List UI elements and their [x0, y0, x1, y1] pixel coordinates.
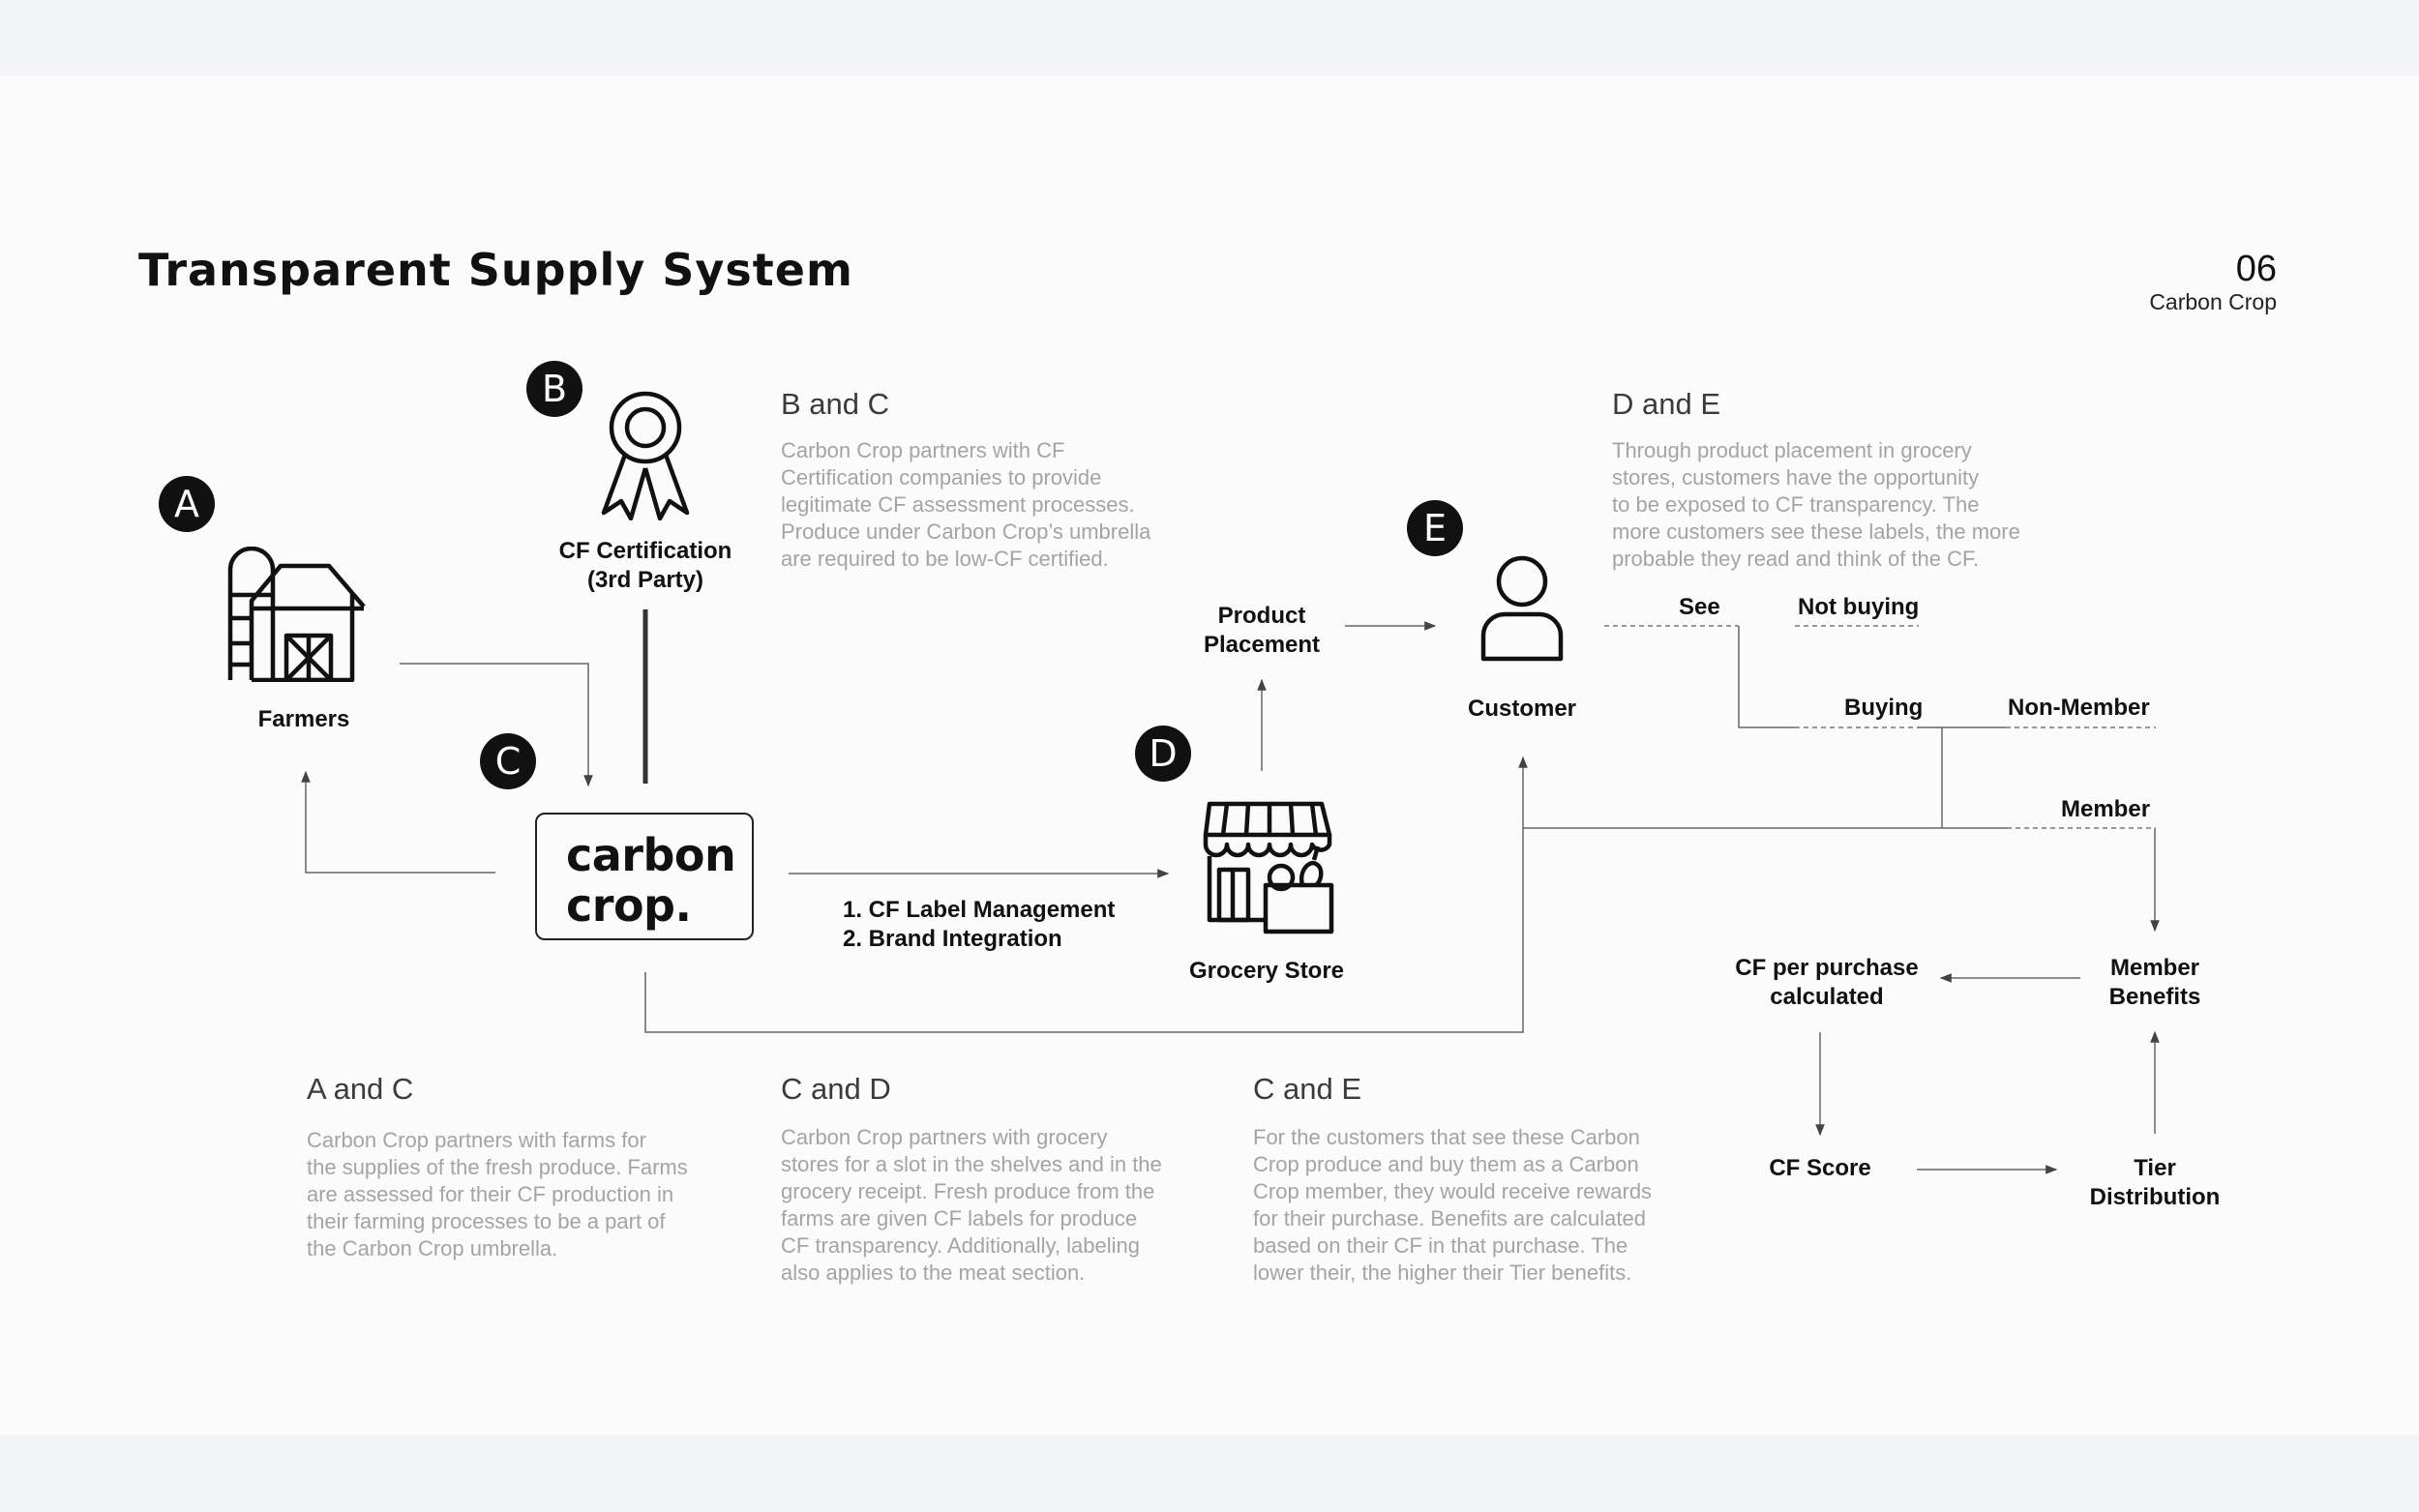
section-bc-text: Carbon Crop partners with CF Certificati…	[781, 438, 1151, 571]
store-icon	[1203, 801, 1334, 934]
node-certification: CF Certification (3rd Party)	[558, 538, 732, 593]
badge-a: A	[159, 476, 215, 532]
award-ribbon-icon	[601, 391, 690, 520]
page-title: Transparent Supply System	[138, 244, 853, 296]
section-bc-heading: B and C	[781, 387, 890, 421]
node-member-benefits: Member Benefits	[2108, 955, 2201, 1010]
node-see: See	[1679, 594, 1720, 620]
slide-background	[0, 75, 2419, 1435]
section-ac-text: Carbon Crop partners with farms for the …	[307, 1128, 688, 1260]
section-cd-heading: C and D	[781, 1072, 891, 1106]
badge-e: E	[1407, 500, 1463, 556]
node-farmers: Farmers	[257, 706, 350, 732]
badge-b: B	[526, 361, 582, 417]
badge-d: D	[1135, 726, 1191, 782]
brand-name: Carbon Crop	[2149, 289, 2277, 314]
node-buying: Buying	[1844, 695, 1924, 721]
node-tier-distribution: Tier Distribution	[2089, 1155, 2221, 1210]
badge-c: C	[480, 733, 536, 789]
node-not-buying: Not buying	[1798, 594, 1920, 620]
connector-carboncrop-to-farmers	[301, 770, 495, 874]
node-non-member: Non-Member	[2008, 695, 2150, 721]
node-cf-per-purchase: CF per purchase calculated	[1735, 955, 1919, 1010]
node-cf-score: CF Score	[1769, 1155, 1871, 1181]
section-ce-text: For the customers that see these Carbon …	[1253, 1125, 1653, 1285]
connector-carboncrop-to-customer	[644, 756, 1528, 1033]
carbon-crop-logo-text: carbon crop.	[566, 829, 736, 932]
barn-icon	[227, 547, 366, 682]
section-de-heading: D and E	[1612, 387, 1721, 421]
connector-farmers-to-carboncrop	[400, 663, 593, 787]
carbon-crop-logo-box: carbon crop.	[535, 813, 754, 940]
page-number: 06	[2235, 249, 2277, 289]
section-de-text: Through product placement in grocery sto…	[1612, 438, 2020, 571]
node-product-placement: Product Placement	[1203, 603, 1321, 658]
node-grocery-store: Grocery Store	[1188, 958, 1345, 984]
section-cd-text: Carbon Crop partners with grocery stores…	[781, 1125, 1162, 1285]
user-icon	[1480, 555, 1564, 662]
section-ce-heading: C and E	[1253, 1072, 1362, 1106]
node-member: Member	[2061, 796, 2151, 822]
node-customer: Customer	[1467, 696, 1577, 722]
section-ac-heading: A and C	[307, 1072, 414, 1106]
connector-see-split	[1738, 626, 1795, 728]
connector-buying-split	[1918, 726, 1943, 828]
flow-label-list: 1. CF Label Management 2. Brand Integrat…	[843, 897, 1116, 952]
